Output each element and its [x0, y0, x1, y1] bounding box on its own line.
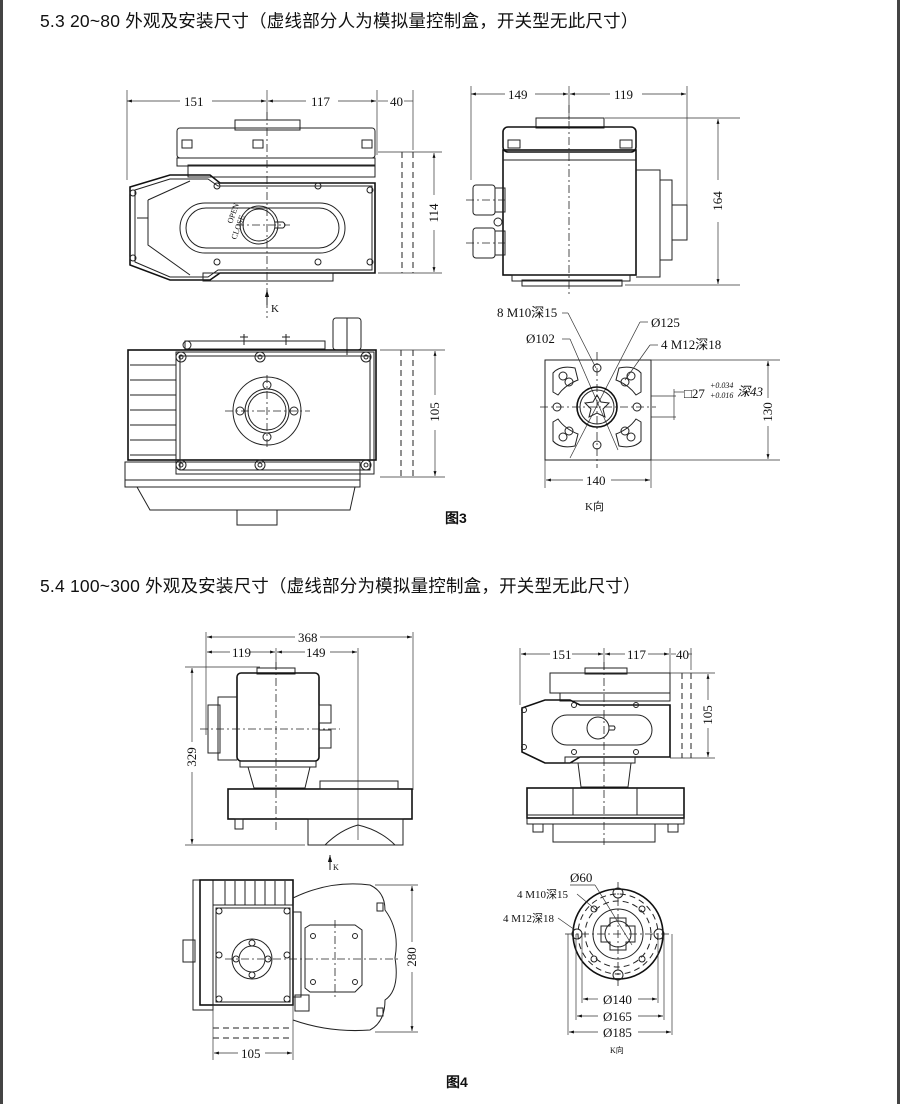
callout-d60: Ø60 — [570, 870, 592, 885]
callout-4-m10: 4 M10深15 — [517, 888, 569, 901]
tolerance-upper: +0.034 — [710, 381, 733, 390]
dim-119: 119 — [614, 87, 633, 102]
callout-8-m10: 8 M10深15 — [497, 305, 557, 320]
view-marker-k: K — [333, 863, 339, 872]
callout-4-m12: 4 M12深18 — [503, 912, 555, 925]
dim-119: 119 — [232, 645, 251, 660]
fig3-side-view: 149 119 164 — [466, 86, 740, 295]
dim-280: 280 — [404, 947, 419, 967]
dim-105: 105 — [700, 705, 715, 725]
dim-149: 149 — [306, 645, 326, 660]
dim-114: 114 — [426, 203, 441, 223]
dim-329: 329 — [184, 747, 199, 767]
callout-d125: Ø125 — [651, 315, 680, 330]
figure-4-label: 图4 — [446, 1074, 468, 1090]
dim-164: 164 — [710, 191, 725, 211]
section-5-3-heading: 5.3 20~80 外观及安装尺寸（虚线部分人为模拟量控制盒，开关型无此尺寸） — [40, 11, 639, 31]
dim-140: 140 — [586, 473, 606, 488]
dim-40: 40 — [676, 647, 689, 662]
dim-117: 117 — [311, 94, 331, 109]
page-edge-right — [897, 0, 900, 1104]
page-edge-left — [0, 0, 3, 1104]
drive-depth: 深43 — [737, 384, 764, 399]
k-view-caption: K向 — [610, 1045, 624, 1055]
dim-151: 151 — [552, 647, 572, 662]
dim-d165: Ø165 — [603, 1009, 632, 1024]
dim-368: 368 — [298, 630, 318, 645]
figure-3-label: 图3 — [445, 510, 467, 526]
dim-40: 40 — [390, 94, 403, 109]
callout-d102: Ø102 — [526, 331, 555, 346]
fig3-top-view: 105 — [124, 300, 445, 526]
dim-151: 151 — [184, 94, 204, 109]
callout-4-m12: 4 M12深18 — [661, 337, 721, 352]
fig4-side-view: 368 119 149 329 — [184, 630, 414, 846]
dim-117: 117 — [627, 647, 647, 662]
view-marker-k: K — [271, 303, 279, 315]
dim-105: 105 — [427, 402, 442, 422]
fig3-k-view: 8 M10深15 Ø125 Ø102 4 M12深18 — [497, 305, 780, 513]
fig4-k-view: Ø60 4 M10深15 4 M12深18 Ø140 Ø165 Ø185 K向 — [503, 870, 673, 1055]
dim-105: 105 — [241, 1046, 261, 1061]
fig3-front-view: 151 117 40 OPEN CLOSE — [126, 90, 442, 315]
dim-149: 149 — [508, 87, 528, 102]
fig4-front-view: 151 117 40 105 — [519, 647, 715, 845]
k-view-caption: K向 — [585, 499, 604, 513]
dim-130: 130 — [760, 402, 775, 422]
tolerance-lower: +0.016 — [710, 391, 733, 400]
dim-d185: Ø185 — [603, 1025, 632, 1040]
fig4-top-view: K 280 — [182, 855, 419, 1061]
square-drive-size: □27 — [684, 386, 705, 401]
section-5-4-heading: 5.4 100~300 外观及安装尺寸（虚线部分为模拟量控制盒，开关型无此尺寸） — [40, 576, 641, 596]
dim-d140: Ø140 — [603, 992, 632, 1007]
